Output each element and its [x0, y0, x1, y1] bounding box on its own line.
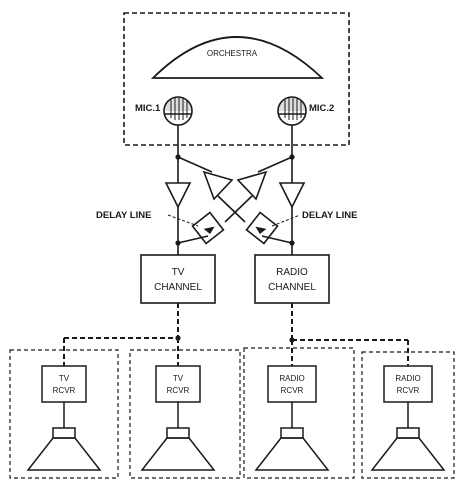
microphone-1	[163, 96, 193, 139]
listening-room-4	[361, 351, 455, 479]
orchestra-stage	[150, 36, 325, 79]
radio-channel-label-line2: CHANNEL	[268, 282, 316, 293]
amplifier-triangle	[236, 170, 268, 201]
delay-line-right	[245, 211, 279, 245]
amplifier-triangle	[202, 170, 234, 201]
receiver-3-line1: RADIO	[279, 374, 304, 383]
receiver-1-line1: TV	[59, 374, 70, 383]
junction-dot	[175, 154, 181, 160]
receiver-4-line1: RADIO	[395, 374, 420, 383]
delay-line-left	[191, 211, 225, 245]
delay-line-left-leader	[167, 214, 199, 227]
delay-line-right-label: DELAY LINE	[302, 210, 357, 221]
junction-dot	[175, 335, 181, 341]
receiver-1: TV RCVR	[26, 365, 102, 471]
amplifier-triangle	[164, 182, 192, 209]
junction-dot	[175, 240, 181, 246]
delay-line-left-label: DELAY LINE	[96, 210, 151, 221]
microphone-2	[277, 96, 307, 139]
radio-channel-box: RADIO CHANNEL	[254, 254, 330, 304]
junction-dot	[289, 337, 295, 343]
tv-channel-label-line1: TV	[172, 267, 185, 278]
listening-room-3	[243, 347, 355, 479]
signal-wiring	[177, 139, 293, 255]
mic-2-label: MIC.2	[309, 103, 334, 114]
amplifier-triangle	[278, 182, 306, 209]
listening-room-2	[129, 349, 241, 479]
listening-room-1	[9, 349, 119, 479]
junction-dot	[289, 154, 295, 160]
broadcast-lines	[63, 303, 409, 366]
receiver-1-line2: RCVR	[53, 386, 76, 395]
radio-channel-label-line1: RADIO	[276, 267, 308, 278]
receiver-4: RADIO RCVR	[370, 365, 446, 471]
tv-channel-label-line2: CHANNEL	[154, 282, 202, 293]
orchestra-label: ORCHESTRA	[207, 49, 258, 58]
receiver-2-line1: TV	[173, 374, 184, 383]
receiver-3: RADIO RCVR	[254, 365, 330, 471]
receiver-4-line2: RCVR	[397, 386, 420, 395]
receiver-2-line2: RCVR	[167, 386, 190, 395]
receiver-2: TV RCVR	[140, 365, 216, 471]
mic-1-label: MIC.1	[135, 103, 161, 114]
tv-channel-box: TV CHANNEL	[140, 254, 216, 304]
delay-line-right-leader	[271, 214, 301, 227]
studio-boundary	[123, 12, 350, 146]
junction-dot	[289, 240, 295, 246]
receiver-3-line2: RCVR	[281, 386, 304, 395]
